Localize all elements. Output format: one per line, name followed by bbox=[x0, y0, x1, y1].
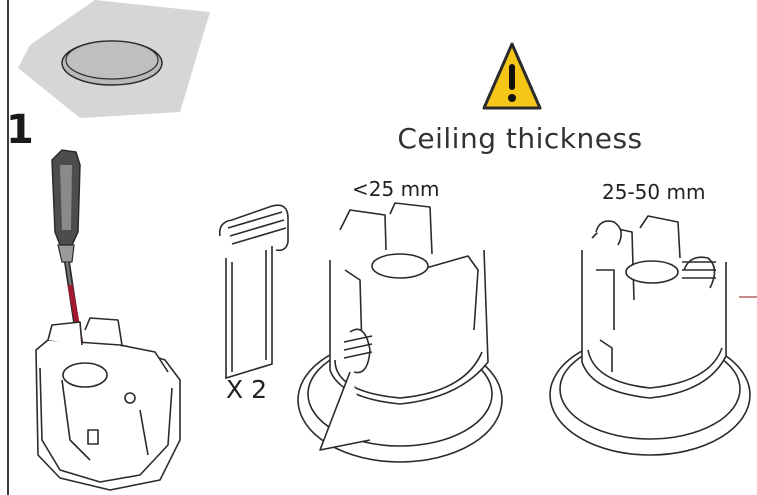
step-number: 1 bbox=[6, 107, 34, 153]
sensor-variant-large bbox=[549, 215, 751, 456]
option-label-large: 25-50 mm bbox=[602, 180, 706, 204]
spring-clip-illustration bbox=[218, 204, 289, 380]
sensor-housing-left bbox=[35, 317, 181, 491]
ceiling-tile-illustration bbox=[18, 0, 210, 118]
divider-mark bbox=[739, 296, 757, 298]
left-border bbox=[7, 0, 9, 495]
option-label-small: <25 mm bbox=[352, 177, 440, 201]
sensor-variant-small bbox=[297, 202, 503, 463]
spring-quantity-label: X 2 bbox=[226, 375, 267, 404]
ceiling-thickness-title: Ceiling thickness bbox=[397, 122, 643, 155]
warning-triangle-icon bbox=[482, 42, 542, 110]
